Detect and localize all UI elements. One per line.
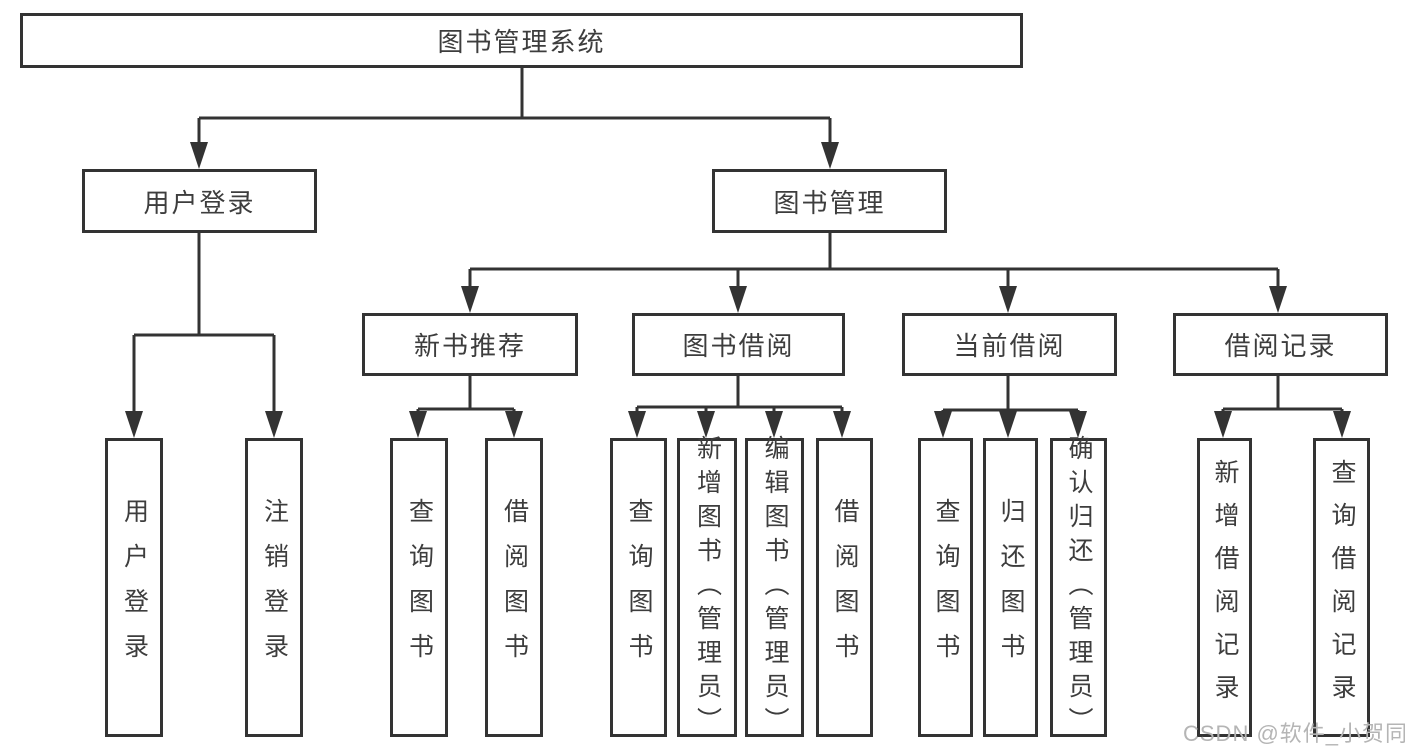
node-book-management: 图书管理 <box>712 169 947 233</box>
arrow-down-icon <box>1069 411 1087 438</box>
arrow-down-icon <box>934 411 952 438</box>
arrow-down-icon <box>999 411 1017 438</box>
arrow-down-icon <box>697 411 715 438</box>
node-label: 借阅图书 <box>831 497 859 678</box>
arrow-down-icon <box>125 411 143 438</box>
node-label: 图书管理系统 <box>437 27 606 57</box>
node-edit-books-admin: 编辑图书（管理员） <box>745 435 804 741</box>
node-borrowing-records: 借阅记录 <box>1173 313 1388 376</box>
arrowheads <box>125 142 1351 438</box>
node-current-borrowing: 当前借阅 <box>902 313 1117 376</box>
node-label: 新书推荐 <box>413 331 526 361</box>
arrow-down-icon <box>1333 411 1351 438</box>
csdn-watermark: CSDN @软件_小贺同学 <box>1183 721 1405 746</box>
arrow-down-icon <box>628 411 646 438</box>
node-label: 确认归还（管理员） <box>1065 434 1093 741</box>
node-label: 查询图书 <box>932 497 960 678</box>
node-label: 当前借阅 <box>953 331 1066 361</box>
arrow-down-icon <box>833 411 851 438</box>
node-label: 借阅记录 <box>1224 331 1337 361</box>
node-label: 查询借阅记录 <box>1328 458 1356 717</box>
node-label: 图书管理 <box>773 187 886 218</box>
arrow-down-icon <box>821 142 839 169</box>
arrow-down-icon <box>765 411 783 438</box>
arrow-down-icon <box>999 286 1017 313</box>
node-label: 新增借阅记录 <box>1211 458 1239 717</box>
node-label: 归还图书 <box>997 497 1025 678</box>
node-confirm-return-admin: 确认归还（管理员） <box>1050 435 1107 741</box>
arrow-down-icon <box>409 411 427 438</box>
node-query-books-borrow: 查询图书 <box>610 438 667 737</box>
node-query-books-current: 查询图书 <box>918 438 973 737</box>
node-user-login-action: 用户登录 <box>105 438 163 737</box>
arrow-down-icon <box>265 411 283 438</box>
node-label: 注销登录 <box>260 497 289 678</box>
node-label: 图书借阅 <box>682 331 795 361</box>
arrow-down-icon <box>505 411 523 438</box>
arrow-down-icon <box>729 286 747 313</box>
node-borrow-books-borrow: 借阅图书 <box>816 438 873 737</box>
node-add-books-admin: 新增图书（管理员） <box>677 435 737 741</box>
node-label: 用户登录 <box>143 187 256 218</box>
node-return-books: 归还图书 <box>983 438 1038 737</box>
node-label: 查询图书 <box>625 497 653 678</box>
node-new-book-recommend: 新书推荐 <box>362 313 578 376</box>
node-label: 用户登录 <box>120 497 149 678</box>
arrow-down-icon <box>1269 286 1287 313</box>
node-query-borrow-record: 查询借阅记录 <box>1313 438 1370 737</box>
node-label: 编辑图书（管理员） <box>761 434 789 741</box>
node-user-login: 用户登录 <box>82 169 317 233</box>
node-logout: 注销登录 <box>245 438 303 737</box>
node-book-borrowing: 图书借阅 <box>632 313 845 376</box>
arrow-down-icon <box>190 142 208 169</box>
node-query-books-recommend: 查询图书 <box>390 438 448 737</box>
node-add-borrow-record: 新增借阅记录 <box>1197 438 1252 737</box>
node-label: 借阅图书 <box>500 497 529 678</box>
node-library-management-system: 图书管理系统 <box>20 13 1023 68</box>
arrow-down-icon <box>1214 411 1232 438</box>
tree-edges <box>132 68 1344 415</box>
node-label: 新增图书（管理员） <box>693 434 722 741</box>
node-label: 查询图书 <box>405 497 434 678</box>
node-borrow-books-recommend: 借阅图书 <box>485 438 543 737</box>
arrow-down-icon <box>461 286 479 313</box>
